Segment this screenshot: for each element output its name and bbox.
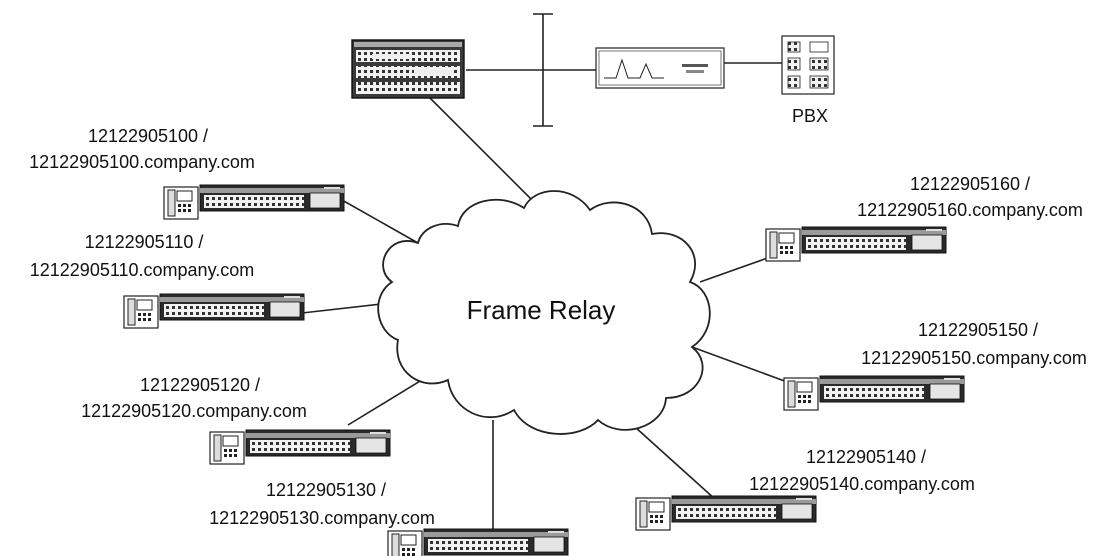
site-130: 12122905130 / 12122905130.company.com [209,480,569,556]
frame-relay-cloud: Frame Relay [377,190,711,435]
site-140-host: 12122905140.company.com [749,474,975,494]
site-110-host: 12122905110.company.com [30,260,255,280]
link-site-140 [624,417,717,501]
hub-router [351,39,465,99]
site-110: 12122905110 / 12122905110.company.com [30,232,305,329]
link-site-100 [341,199,419,244]
site-130-number: 12122905130 / [266,480,386,500]
site-120: 12122905120 / 12122905120.company.com [81,375,391,465]
site-100-number: 12122905100 / [88,126,208,146]
site-120-number: 12122905120 / [140,375,260,395]
site-110-number: 12122905110 / [85,232,204,252]
site-160-number: 12122905160 / [910,174,1030,194]
pbx-icon [781,35,835,95]
site-160: 12122905160 / 12122905160.company.com [765,174,1083,262]
site-140: 12122905140 / 12122905140.company.com [635,447,975,531]
site-140-router [635,495,817,531]
site-150-router [783,375,965,411]
site-110-router [123,293,305,329]
cloud-label: Frame Relay [467,295,616,325]
link-site-110 [301,302,391,314]
site-120-host: 12122905120.company.com [81,401,307,421]
site-160-host: 12122905160.company.com [857,200,1083,220]
site-120-router [209,429,391,465]
site-100-host: 12122905100.company.com [29,152,255,172]
pbx-label: PBX [792,106,828,126]
link-site-150 [691,346,791,384]
cloud-shape [377,190,711,435]
site-100-router [163,184,345,220]
site-150-host: 12122905150.company.com [861,348,1087,368]
network-links [301,13,791,535]
site-160-router [765,226,947,262]
site-140-number: 12122905140 / [806,447,926,467]
site-150: 12122905150 / 12122905150.company.com [783,320,1087,411]
site-150-number: 12122905150 / [918,320,1038,340]
site-100: 12122905100 / 12122905100.company.com [29,126,345,220]
link-site-120 [347,374,431,426]
voice-gateway [595,47,725,89]
link-hub-router [427,95,543,211]
site-130-host: 12122905130.company.com [209,508,435,528]
site-130-router [387,528,569,556]
